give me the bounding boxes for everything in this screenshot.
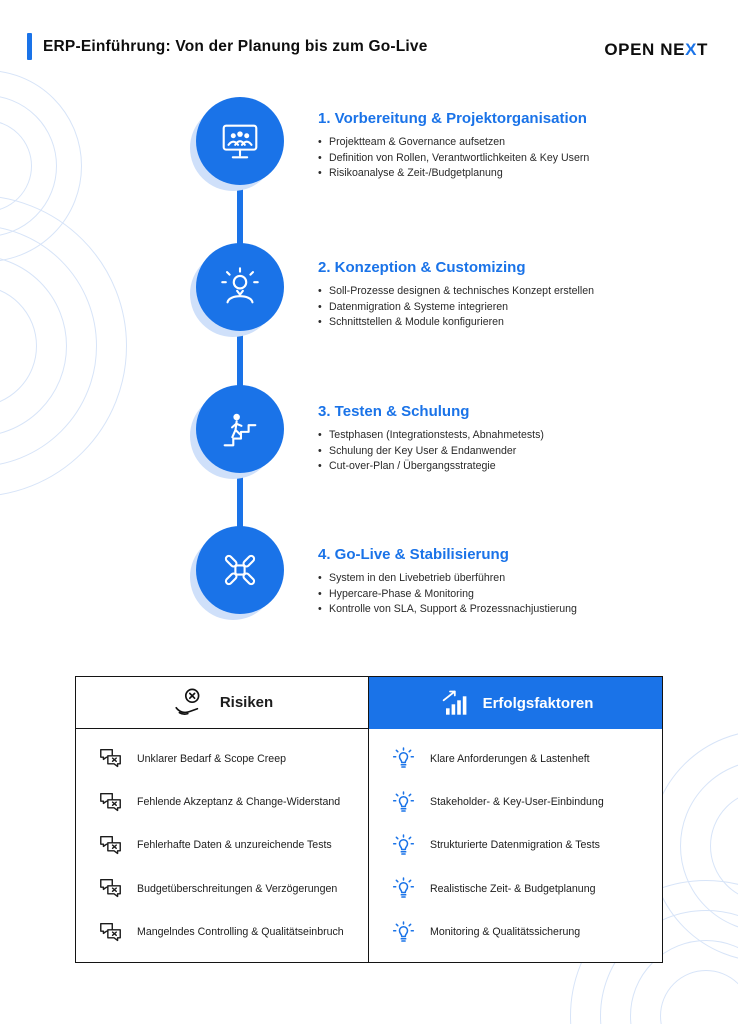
bullet: Projektteam & Governance aufsetzen: [318, 135, 710, 151]
step2-title: 2. Konzeption & Customizing: [318, 259, 526, 276]
chat-error-icon: [100, 792, 121, 811]
success-text: Monitoring & Qualitätssicherung: [430, 926, 581, 939]
bullet: Datenmigration & Systeme integrieren: [318, 300, 710, 316]
logo-t: T: [697, 40, 708, 59]
logo-x: X: [685, 40, 698, 59]
risks-rows: Unklarer Bedarf & Scope Creep Fehlende A…: [76, 729, 368, 962]
logo-open: OPEN: [604, 40, 655, 59]
bullet: Soll-Prozesse designen & technisches Kon…: [318, 284, 710, 300]
risk-row: Unklarer Bedarf & Scope Creep: [76, 747, 368, 770]
chat-error-icon: [100, 749, 121, 768]
risk-text: Fehlerhafte Daten & unzureichende Tests: [137, 839, 332, 852]
bullet: Hypercare-Phase & Monitoring: [318, 587, 710, 603]
bullet: Definition von Rollen, Verantwortlichkei…: [318, 151, 710, 167]
page-title: ERP-Einführung: Von der Planung bis zum …: [43, 37, 428, 55]
step3-title: 3. Testen & Schulung: [318, 403, 470, 420]
step1-text: 1. Vorbereitung & Projektorganisation Pr…: [318, 110, 710, 182]
open-next-logo: OPEN NEXT: [604, 40, 708, 60]
risks-title: Risiken: [219, 694, 274, 711]
success-text: Realistische Zeit- & Budgetplanung: [430, 882, 596, 895]
success-rows: Klare Anforderungen & Lastenheft Stakeho…: [369, 729, 662, 962]
bullet: Risikoanalyse & Zeit-/Budgetplanung: [318, 166, 710, 182]
success-title: Erfolgsfaktoren: [482, 694, 594, 712]
step2-circle: [196, 243, 284, 331]
lightbulb-icon: [392, 920, 415, 942]
risk-text: Unklarer Bedarf & Scope Creep: [137, 752, 286, 765]
step3-bullets: Testphasen (Integrationstests, Abnahmete…: [318, 428, 710, 475]
bullet: Schnittstellen & Module konfigurieren: [318, 315, 710, 331]
risk-row: Fehlerhafte Daten & unzureichende Tests: [76, 834, 368, 857]
lightbulb-icon: [392, 790, 415, 812]
success-row: Monitoring & Qualitätssicherung: [369, 920, 662, 945]
step1-bullets: Projektteam & Governance aufsetzen Defin…: [318, 135, 710, 182]
risk-text: Budgetüberschreitungen & Verzögerungen: [137, 882, 338, 895]
team-on-monitor-icon: [222, 124, 258, 159]
bullet: Kontrolle von SLA, Support & Prozessnach…: [318, 602, 710, 618]
chat-error-icon: [100, 835, 121, 855]
bullet: Cut-over-Plan / Übergangsstrategie: [318, 459, 710, 475]
hand-error-icon: [175, 688, 200, 715]
bullet: Testphasen (Integrationstests, Abnahmete…: [318, 428, 710, 444]
success-text: Strukturierte Datenmigration & Tests: [430, 839, 600, 852]
success-header: Erfolgsfaktoren: [369, 677, 662, 729]
success-row: Realistische Zeit- & Budgetplanung: [369, 876, 662, 901]
timeline-connector: [237, 141, 243, 570]
step1-circle: [196, 97, 284, 185]
risk-row: Mangelndes Controlling & Qualitätseinbru…: [76, 921, 368, 944]
risks-header: Risiken: [76, 677, 368, 729]
risk-row: Fehlende Akzeptanz & Change-Widerstand: [76, 791, 368, 814]
bullet: Schulung der Key User & Endanwender: [318, 444, 710, 460]
step1-title: 1. Vorbereitung & Projektorganisation: [318, 110, 587, 127]
risk-text: Mangelndes Controlling & Qualitätseinbru…: [137, 926, 344, 939]
title-accent-bar: [27, 33, 32, 60]
teamwork-hands-icon: [224, 554, 256, 586]
risk-row: Budgetüberschreitungen & Verzögerungen: [76, 877, 368, 900]
risk-text: Fehlende Akzeptanz & Change-Widerstand: [137, 796, 341, 809]
step3-text: 3. Testen & Schulung Testphasen (Integra…: [318, 403, 710, 475]
step4-bullets: System in den Livebetrieb überführen Hyp…: [318, 571, 710, 618]
risks-column: Risiken Unklarer Bedarf & Scope Creep Fe…: [76, 677, 369, 962]
step2-text: 2. Konzeption & Customizing Soll-Prozess…: [318, 259, 710, 331]
step3-circle: [196, 385, 284, 473]
step2-bullets: Soll-Prozesse designen & technisches Kon…: [318, 284, 710, 331]
chat-error-icon: [100, 879, 121, 898]
bullet: System in den Livebetrieb überführen: [318, 571, 710, 587]
risks-success-table: Risiken Unklarer Bedarf & Scope Creep Fe…: [75, 676, 663, 963]
success-column: Erfolgsfaktoren Klare Anforderungen & La…: [369, 677, 662, 962]
step4-title: 4. Go-Live & Stabilisierung: [318, 546, 509, 563]
page-header: ERP-Einführung: Von der Planung bis zum …: [27, 33, 428, 60]
idea-person-icon: [221, 267, 259, 304]
growth-chart-icon: [442, 690, 466, 715]
success-text: Stakeholder- & Key-User-Einbindung: [430, 796, 604, 809]
lightbulb-icon: [392, 834, 415, 855]
logo-ne: NE: [660, 40, 686, 59]
chat-error-icon: [100, 922, 121, 941]
success-text: Klare Anforderungen & Lastenheft: [430, 752, 590, 765]
lightbulb-icon: [392, 747, 415, 768]
success-row: Klare Anforderungen & Lastenheft: [369, 746, 662, 771]
success-row: Strukturierte Datenmigration & Tests: [369, 833, 662, 858]
step4-circle: [196, 526, 284, 614]
step4-text: 4. Go-Live & Stabilisierung System in de…: [318, 546, 710, 618]
lightbulb-icon: [392, 877, 415, 899]
success-row: Stakeholder- & Key-User-Einbindung: [369, 790, 662, 815]
person-climbing-stairs-icon: [223, 413, 257, 447]
